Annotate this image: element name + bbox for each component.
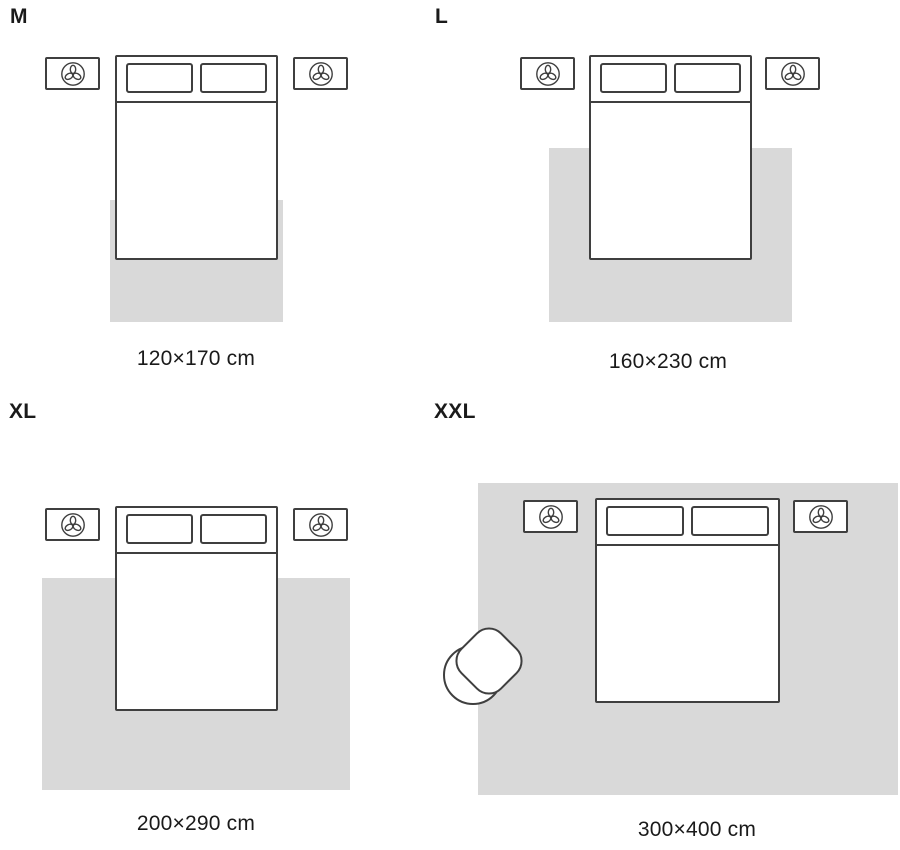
plant-icon [308,61,333,86]
armchair-icon [443,627,523,705]
panel-xxl: XXL 3 [425,400,900,850]
panel-m: M 120×170 cm [0,0,450,400]
size-caption: 160×230 cm [608,350,728,373]
pillow-left [606,506,684,536]
bed [115,506,278,711]
bed-headboard [597,500,778,546]
panel-xl: XL 200×290 cm [0,400,450,850]
size-label: L [435,5,449,28]
size-caption: 200×290 cm [136,812,256,835]
size-caption: 120×170 cm [136,347,256,370]
plant-icon [308,512,333,537]
plant-icon [808,504,833,529]
bed-headboard [117,57,276,103]
panel-l: L 160×230 cm [425,0,900,400]
pillow-left [126,514,193,544]
nightstand-left [45,57,100,90]
nightstand-right [293,57,348,90]
bed [115,55,278,260]
plant-icon [535,61,560,86]
size-caption: 300×400 cm [637,818,757,841]
pillow-right [691,506,769,536]
pillow-right [674,63,741,93]
nightstand-right [765,57,820,90]
pillow-left [600,63,667,93]
nightstand-right [293,508,348,541]
plant-icon [60,512,85,537]
bed [589,55,752,260]
bed [595,498,780,703]
nightstand-right [793,500,848,533]
size-label: XXL [434,400,476,423]
nightstand-left [45,508,100,541]
nightstand-left [520,57,575,90]
pillow-right [200,514,267,544]
plant-icon [780,61,805,86]
pillow-right [200,63,267,93]
bed-headboard [117,508,276,554]
nightstand-left [523,500,578,533]
pillow-left [126,63,193,93]
size-label: XL [9,400,37,423]
bed-headboard [591,57,750,103]
plant-icon [538,504,563,529]
plant-icon [60,61,85,86]
size-label: M [10,5,28,28]
